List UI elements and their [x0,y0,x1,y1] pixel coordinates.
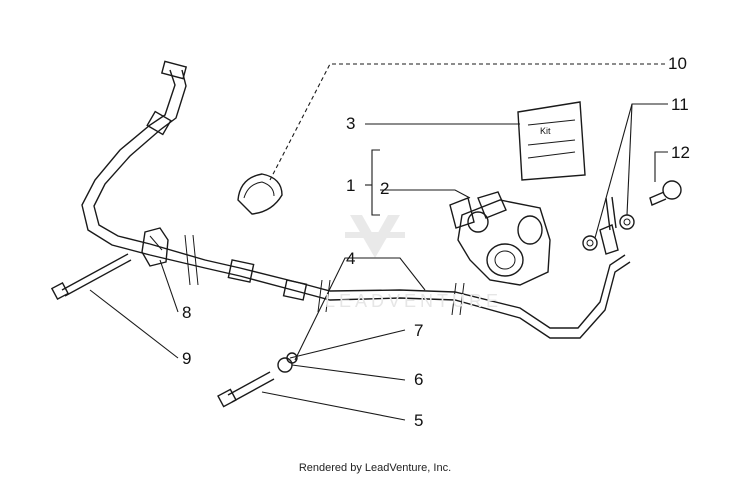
bleed-screw [217,352,298,408]
pipe-end-fitting [599,196,619,255]
watermark-logo [345,215,405,258]
watermark-text: LEADVENTURE [325,291,503,311]
callout-8: 8 [182,303,192,322]
hose-clip [237,173,283,215]
callout-9: 9 [182,349,192,368]
brake-pipe [149,234,631,339]
callout-11: 11 [671,95,689,114]
brake-pads [449,191,507,229]
callout-7: 7 [414,321,424,340]
callout-1: 1 [346,176,356,195]
leader-lines [89,63,668,421]
callout-3: 3 [346,114,356,133]
callout-10: 10 [668,54,687,73]
render-credit: Rendered by LeadVenture, Inc. [298,462,452,474]
hose-clamp [141,227,169,267]
callout-6: 6 [414,370,424,389]
kit-label: Kit [540,126,551,136]
callout-5: 5 [414,411,424,430]
callout-2: 2 [380,179,390,198]
banjo-bolt [649,180,682,206]
callout-4: 4 [346,249,356,268]
brake-caliper [457,199,551,286]
callout-12: 12 [671,143,690,162]
clamp-bolt [50,253,132,301]
pad-kit-box [517,101,586,181]
brake-hose-upper [81,60,188,256]
